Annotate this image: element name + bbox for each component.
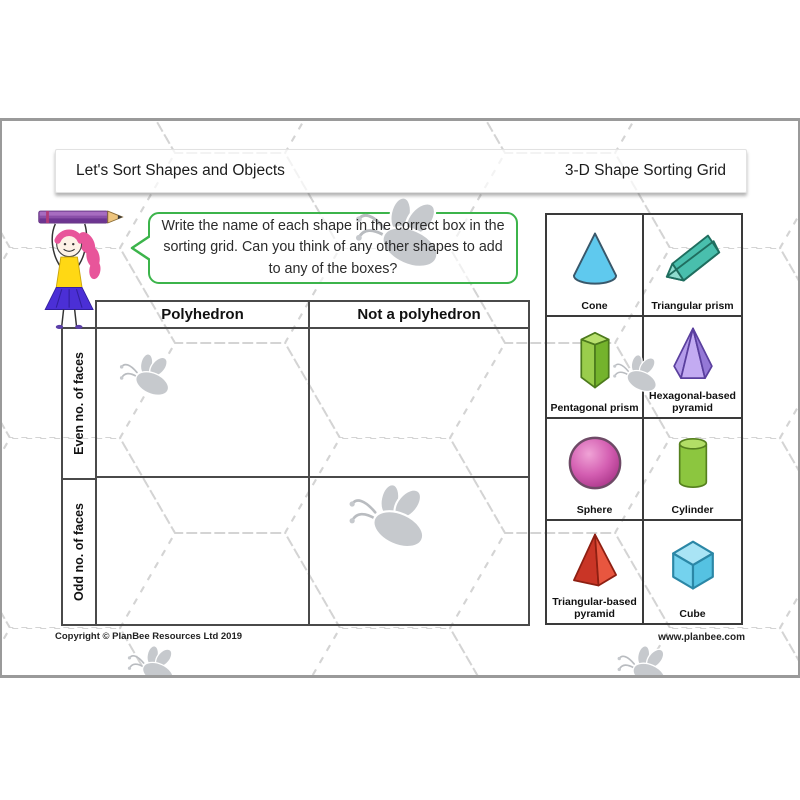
shape-card-cone: Cone [547,215,644,317]
shape-card-cylinder: Cylinder [644,419,741,521]
speech-bubble [148,212,518,284]
column-header-polyhedron: Polyhedron [97,302,310,327]
bee-icon [348,483,430,548]
girl-with-pencil-illustration [38,210,124,329]
triangular-pyramid-icon [572,534,617,587]
worksheet-title: 3-D Shape Sorting Grid [564,162,726,179]
sphere-icon [568,437,621,490]
hexagonal-pyramid-icon [672,328,713,380]
triangular-prism-icon [665,235,720,282]
shape-card-triangular-prism: Triangular prism [644,215,741,317]
shape-label: Sphere [576,503,613,516]
shape-label: Cone [581,299,608,312]
cylinder-icon [678,438,707,489]
sorting-grid-column-headers: Polyhedron Not a polyhedron [95,300,530,327]
shape-label: Cube [679,607,706,620]
shape-card-sphere: Sphere [547,419,644,521]
copyright-text: Copyright © PlanBee Resources Ltd 2019 [55,631,243,642]
bee-icon [127,645,178,678]
column-header-not-a-polyhedron: Not a polyhedron [357,306,481,323]
pentagonal-prism-icon [579,332,610,389]
cell-even-not-polyhedron [310,329,528,478]
slide: Let's Sort Shapes and Objects 3-D Shape … [0,118,800,678]
pencil-icon [38,210,124,224]
bee-icon [119,353,174,396]
bee-icon [616,645,670,678]
row-header-even-faces: Even no. of faces [63,329,95,480]
row-header-odd-faces: Odd no. of faces [72,503,86,601]
shape-card-hexagonal-pyramid: Hexagonal-based pyramid [644,317,741,419]
shape-label: Cylinder [671,503,714,516]
shape-reference-panel: Cone Triangular prism [545,213,743,625]
website-text: www.planbee.com [658,632,745,643]
shape-label: Triangular-based pyramid [552,595,637,620]
shape-label: Triangular prism [651,299,734,312]
shape-label: Hexagonal-based pyramid [649,389,736,414]
shape-card-cube: Cube [644,521,741,623]
shape-label: Pentagonal prism [550,401,639,414]
bee-icon [612,354,661,392]
cell-odd-polyhedron [97,478,310,624]
shape-card-triangular-pyramid: Triangular-based pyramid [547,521,644,623]
instructions-text: Write the name of each shape in the corr… [161,217,505,277]
sorting-grid-cells [95,327,530,626]
cone-icon [572,233,617,286]
sorting-grid-row-headers: Even no. of faces Odd no. of faces [61,327,95,626]
title-bar: Let's Sort Shapes and Objects 3-D Shape … [55,149,747,193]
cell-even-polyhedron [97,329,310,478]
cube-icon [671,541,714,591]
lesson-title: Let's Sort Shapes and Objects [76,162,285,179]
speech-bubble-tail [130,235,150,261]
